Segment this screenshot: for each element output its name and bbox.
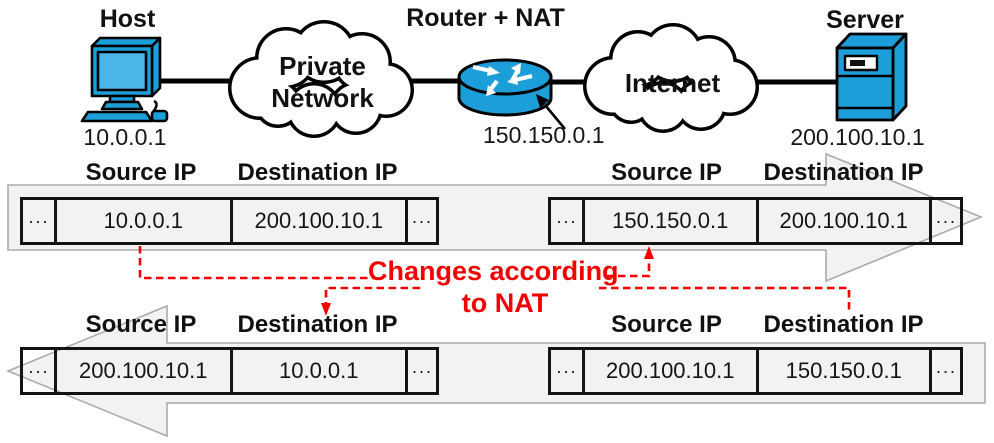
private-network-label-line2: Network	[271, 83, 374, 113]
header-dest-out-public: Destination IP	[763, 159, 924, 186]
nat-arrowhead-down	[321, 303, 331, 316]
packet-outbound-public: ··· 150.150.0.1 200.100.10.1 ···	[548, 197, 963, 245]
internet-label: Internet	[624, 68, 721, 98]
nat-path-to-new-source	[606, 254, 651, 278]
router-arrows	[472, 63, 533, 96]
internet-cloud	[583, 23, 759, 133]
nat-arrowhead-up	[644, 246, 654, 259]
nat-note-line2: to NAT	[461, 288, 549, 318]
router-title: Router + NAT	[406, 4, 565, 32]
server-icon	[835, 32, 908, 122]
header-source-in-public: Source IP	[611, 311, 722, 338]
host-computer-icon	[80, 36, 169, 123]
monitor-screen	[96, 50, 148, 92]
packet-source-ip: 200.100.10.1	[54, 350, 230, 392]
packet-more-fields: ···	[556, 360, 577, 381]
nat-path-to-dest-left	[324, 286, 420, 306]
router-ip-pointer	[536, 94, 566, 130]
header-source-in-private: Source IP	[85, 311, 197, 338]
header-dest-out-private: Destination IP	[237, 159, 398, 186]
nat-change-paths	[138, 246, 851, 314]
packet-more-fields: ···	[28, 210, 49, 231]
packet-inbound-private: ··· 200.100.10.1 10.0.0.1 ···	[20, 347, 439, 395]
private-network-label-line1: Private	[279, 51, 366, 81]
packet-dest-ip: 10.0.0.1	[229, 350, 406, 392]
packet-source-ip: 150.150.0.1	[582, 200, 756, 242]
packet-more-fields: ···	[28, 360, 49, 381]
mouse	[150, 109, 169, 123]
header-dest-in-private: Destination IP	[237, 311, 398, 338]
packet-more-fields: ···	[929, 200, 960, 242]
flow-arrow-right	[7, 152, 984, 283]
host-title: Host	[99, 5, 156, 33]
private-network-label: Private Network	[240, 50, 405, 114]
packet-inbound-public: ··· 200.100.10.1 150.150.0.1 ···	[548, 347, 963, 395]
header-source-out-private: Source IP	[85, 159, 197, 186]
packet-source-ip: 200.100.10.1	[582, 350, 756, 392]
nat-note-line1: Changes according	[368, 256, 619, 286]
packet-more-fields: ···	[929, 350, 960, 392]
packet-more-fields: ···	[405, 350, 436, 392]
header-dest-in-public: Destination IP	[763, 311, 924, 338]
packet-dest-ip: 200.100.10.1	[755, 200, 930, 242]
packet-more-fields: ···	[556, 210, 577, 231]
packet-outbound-private: ··· 10.0.0.1 200.100.10.1 ···	[20, 197, 439, 245]
header-source-out-public: Source IP	[611, 159, 722, 186]
nat-path-to-dest-right	[599, 286, 851, 314]
private-network-cloud	[228, 20, 414, 138]
packet-dest-ip: 150.150.0.1	[755, 350, 930, 392]
host-ip: 10.0.0.1	[83, 124, 167, 150]
packet-more-fields: ···	[405, 200, 436, 242]
packet-source-ip: 10.0.0.1	[54, 200, 230, 242]
packet-dest-ip: 200.100.10.1	[229, 200, 406, 242]
server-title: Server	[826, 6, 904, 34]
router-icon	[457, 58, 553, 117]
keyboard	[80, 110, 154, 123]
server-ip: 200.100.10.1	[790, 124, 925, 150]
router-ip: 150.150.0.1	[483, 122, 605, 148]
flow-arrow-left	[5, 304, 986, 438]
